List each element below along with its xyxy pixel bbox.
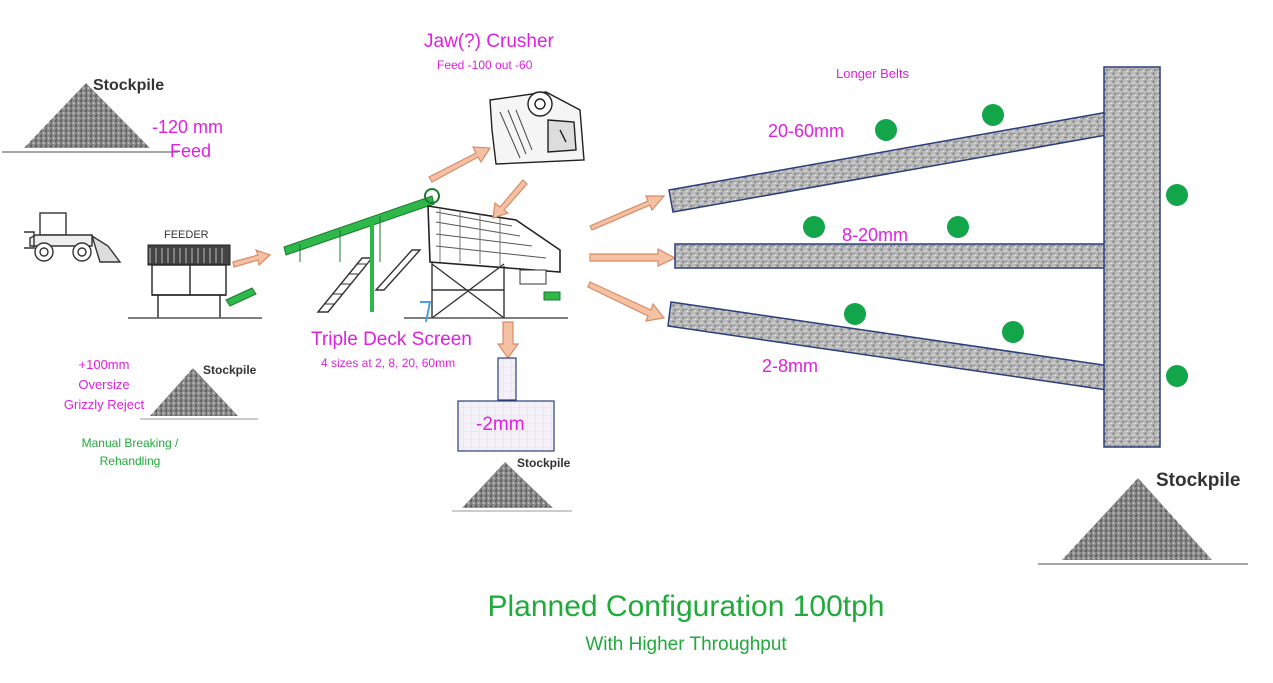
marker-dot <box>844 303 866 325</box>
marker-dot <box>982 104 1004 126</box>
triple-deck-screen-plant <box>283 188 568 323</box>
stockpile-feed-label: Stockpile <box>93 77 165 94</box>
longer-belts-label: Longer Belts <box>836 66 909 81</box>
fines-label: -2mm <box>476 414 525 435</box>
arrow-crusher-to-screen <box>492 179 528 219</box>
screen-title: Triple Deck Screen <box>311 329 472 350</box>
fines-bin <box>457 400 555 452</box>
arrow-feeder-to-screen <box>232 248 272 268</box>
arrow-screen-to-crusher <box>428 146 492 183</box>
marker-dot <box>875 119 897 141</box>
marker-dot <box>1166 184 1188 206</box>
belt-markers <box>803 104 1188 387</box>
feed-label: Feed <box>170 141 212 161</box>
stockpile-product-label: Stockpile <box>1156 470 1241 491</box>
belt-label-20-60mm: 20-60mm <box>768 121 845 141</box>
stockpile-oversize <box>140 368 258 420</box>
belt-2-8mm <box>667 301 1111 391</box>
arrow-to-belt-top <box>589 195 666 231</box>
fines-chute <box>497 357 517 401</box>
crusher-subtitle: Feed -100 out -60 <box>437 58 533 72</box>
loader-icon <box>24 212 122 263</box>
marker-dot <box>947 216 969 238</box>
stockpile-fines <box>452 462 572 512</box>
oversize-size-label: +100mm <box>78 357 130 372</box>
arrow-to-belt-mid <box>589 248 677 267</box>
cross-belt <box>1103 66 1161 448</box>
rehandling-label: Rehandling <box>99 454 161 468</box>
manual-breaking-label: Manual Breaking / <box>81 436 179 450</box>
grizzly-reject-label: Grizzly Reject <box>63 397 145 412</box>
footer-subtitle: With Higher Throughput <box>585 634 787 655</box>
screen-subtitle: 4 sizes at 2, 8, 20, 60mm <box>321 356 456 370</box>
oversize-label: Oversize <box>78 377 130 392</box>
belt-label-8-20mm: 8-20mm <box>842 225 909 245</box>
marker-dot <box>803 216 825 238</box>
stockpile-fines-label: Stockpile <box>517 456 571 470</box>
footer-title: Planned Configuration 100tph <box>487 590 885 623</box>
feeder-label: FEEDER <box>164 229 209 241</box>
jaw-crusher-machine <box>489 91 585 165</box>
stockpile-product <box>1038 478 1248 565</box>
belt-8-20mm <box>674 243 1118 269</box>
arrow-to-belt-low <box>587 281 666 322</box>
stockpile-oversize-label: Stockpile <box>203 363 257 377</box>
arrow-screen-down <box>496 321 520 360</box>
marker-dot <box>1166 365 1188 387</box>
stockpile-feed <box>2 83 178 153</box>
crusher-title: Jaw(?) Crusher <box>424 31 554 52</box>
feeder-machine <box>128 244 262 319</box>
marker-dot <box>1002 321 1024 343</box>
belt-label-2-8mm: 2-8mm <box>762 356 819 376</box>
feed-size-label: -120 mm <box>152 117 224 137</box>
